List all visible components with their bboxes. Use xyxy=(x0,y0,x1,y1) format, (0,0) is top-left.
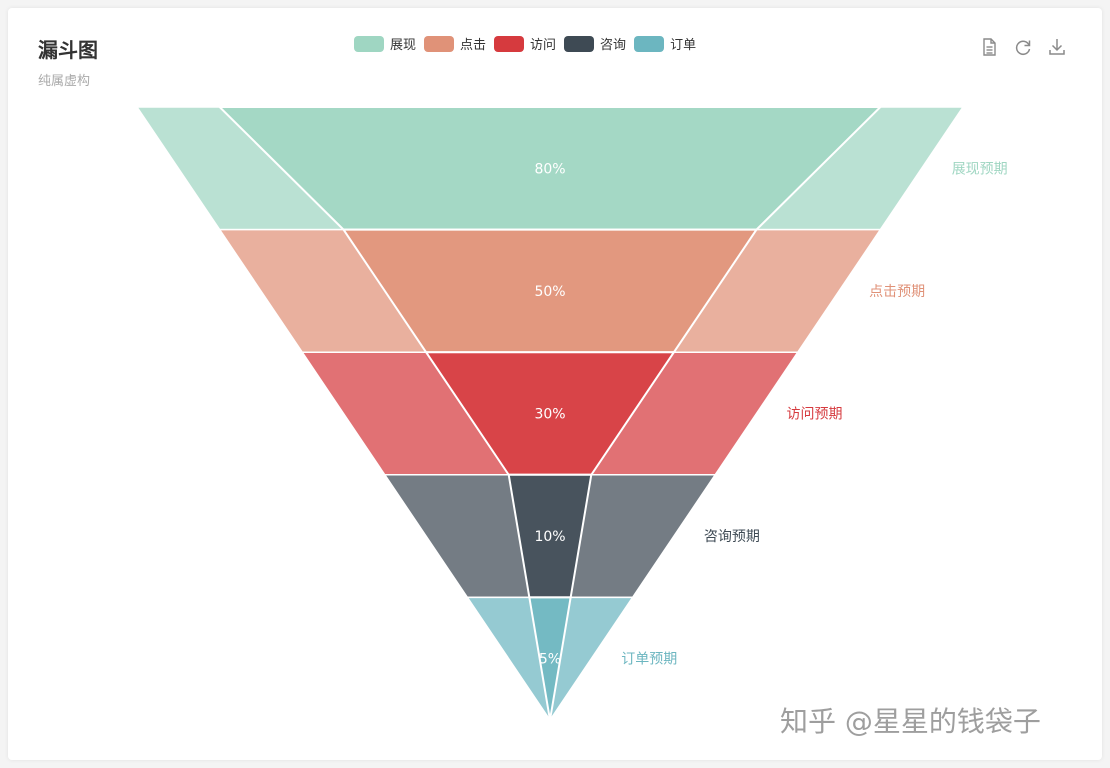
chart-subtitle: 纯属虚构 xyxy=(38,74,91,89)
funnel-actual-segment xyxy=(528,596,572,721)
legend-label: 访问 xyxy=(530,38,557,53)
funnel-expected-label: 点击预期 xyxy=(869,284,925,300)
funnel-actual-label: 5% xyxy=(539,652,561,668)
legend-swatch xyxy=(634,35,665,52)
legend-item-zixun[interactable]: 咨询 xyxy=(564,34,626,53)
legend-swatch xyxy=(354,35,384,52)
funnel-expected-label: 订单预期 xyxy=(621,652,677,668)
legend-item-dingdan[interactable]: 订单 xyxy=(634,34,696,53)
legend-label: 订单 xyxy=(670,38,697,53)
funnel-actual-label: 10% xyxy=(534,529,565,545)
funnel-expected-label: 访问预期 xyxy=(787,407,843,423)
save-as-image-icon[interactable] xyxy=(1046,36,1068,58)
restore-icon[interactable] xyxy=(1012,36,1034,58)
legend-item-zhanxian[interactable]: 展现 xyxy=(354,34,416,53)
toolbox xyxy=(966,36,1068,58)
funnel-expected-label: 展现预期 xyxy=(952,161,1008,177)
legend-item-fangwen[interactable]: 访问 xyxy=(494,34,556,53)
legend-item-dianji[interactable]: 点击 xyxy=(424,34,486,53)
legend-label: 展现 xyxy=(390,38,417,53)
legend-swatch xyxy=(564,35,595,52)
funnel-actual-label: 50% xyxy=(534,284,565,300)
funnel-actual-label: 80% xyxy=(534,161,565,177)
legend-label: 点击 xyxy=(460,38,487,53)
chart-title: 漏斗图 xyxy=(38,38,98,62)
funnel-expected-label: 咨询预期 xyxy=(704,529,760,545)
data-view-icon[interactable] xyxy=(978,36,1000,58)
legend: 展现 点击 访问 咨询 订单 xyxy=(354,34,704,53)
funnel-actual-label: 30% xyxy=(534,407,565,423)
watermark: 知乎 @星星的钱袋子 xyxy=(780,705,1041,738)
legend-swatch xyxy=(494,35,525,52)
legend-label: 咨询 xyxy=(600,38,627,53)
legend-swatch xyxy=(424,35,455,52)
